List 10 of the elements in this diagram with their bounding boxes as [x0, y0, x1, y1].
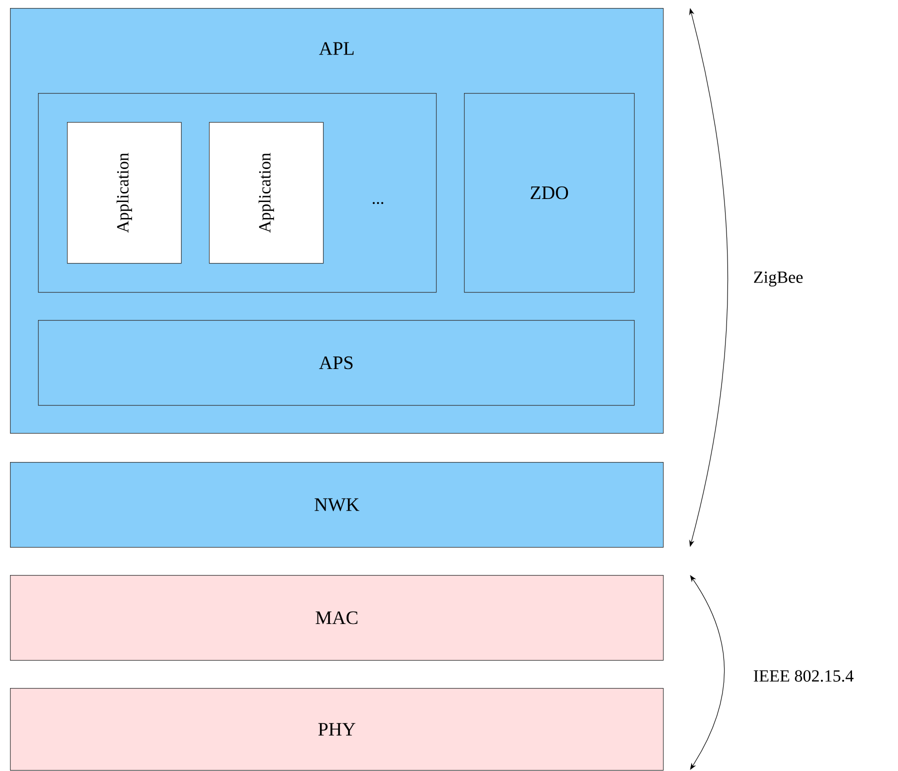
layer-box: NWK [10, 462, 664, 548]
ellipsis-text: ... [372, 202, 384, 204]
span-label: ZigBee [754, 272, 803, 286]
layer-box: ZDO [464, 93, 635, 293]
layer-box: MAC [10, 575, 664, 661]
layer-box: PHY [10, 688, 664, 771]
application-box: Application [67, 122, 182, 264]
application-box: Application [209, 122, 324, 264]
layer-box: APS [38, 320, 635, 406]
span-label: IEEE 802.15.4 [754, 670, 854, 682]
